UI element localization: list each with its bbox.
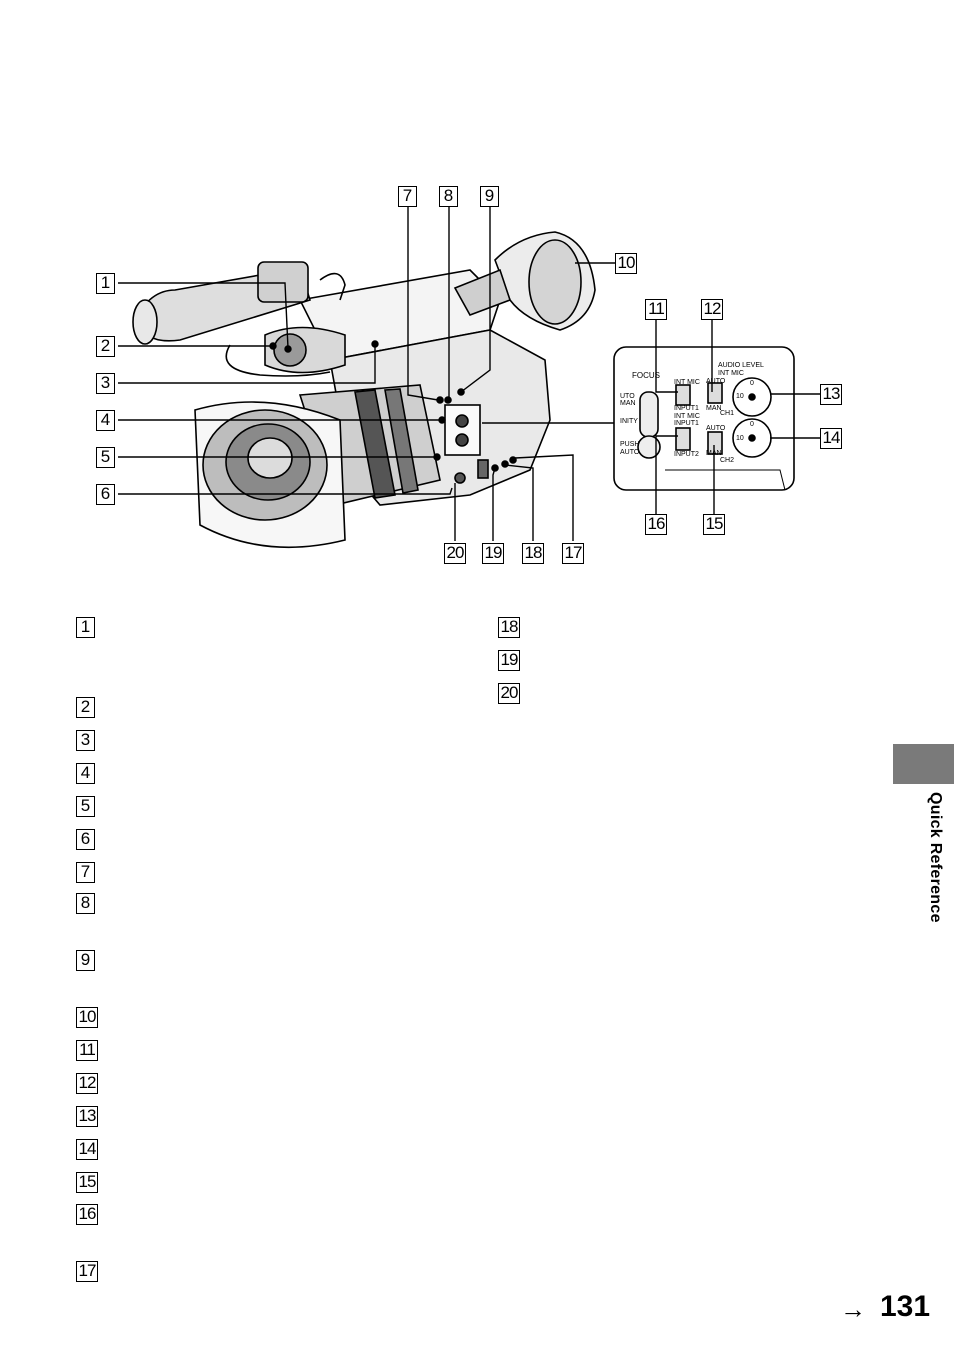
legend-item-14: 14 — [76, 1139, 98, 1160]
callout-8: 8 — [439, 186, 458, 207]
legend-item-4: 4 — [76, 763, 95, 784]
callout-6: 6 — [96, 484, 115, 505]
page-number-value: 131 — [880, 1290, 931, 1323]
continue-arrow-icon: → — [840, 1294, 866, 1324]
push-auto-label: AUTO — [620, 449, 640, 456]
callout-17: 17 — [562, 543, 584, 564]
legend-item-15: 15 — [76, 1172, 98, 1193]
legend-item-13: 13 — [76, 1106, 98, 1127]
legend-item-8: 8 — [76, 893, 95, 914]
input1-b-label: INPUT1 — [674, 420, 699, 427]
legend-item-11: 11 — [76, 1040, 98, 1061]
legend-item-19: 19 — [498, 650, 520, 671]
callout-1: 1 — [96, 273, 115, 294]
callout-14: 14 — [820, 428, 842, 449]
callout-12: 12 — [701, 299, 723, 320]
callout-15: 15 — [703, 514, 725, 535]
infinity-label: INITY — [620, 418, 638, 425]
input2-label: INPUT2 — [674, 451, 699, 458]
callout-10: 10 — [615, 253, 637, 274]
section-tab — [893, 744, 954, 784]
legend-item-9: 9 — [76, 950, 95, 971]
section-tab-label: Quick Reference — [927, 792, 944, 923]
auto-2-label: AUTO — [706, 425, 726, 432]
focus-label: FOCUS — [632, 371, 660, 380]
legend-item-10: 10 — [76, 1007, 98, 1028]
callout-5: 5 — [96, 447, 115, 468]
push-label: PUSH — [620, 441, 639, 448]
int-mic-1-label: INT MIC — [674, 379, 700, 386]
callout-3: 3 — [96, 373, 115, 394]
callout-16: 16 — [645, 514, 667, 535]
callout-9: 9 — [480, 186, 499, 207]
legend-item-3: 3 — [76, 730, 95, 751]
legend-item-7: 7 — [76, 862, 95, 883]
man-1-label: MAN — [706, 405, 722, 412]
man-label: MAN — [620, 400, 636, 407]
auto-1-label: AUTO — [706, 378, 726, 385]
callout-2: 2 — [96, 336, 115, 357]
callout-7: 7 — [398, 186, 417, 207]
ch2-label: CH2 — [720, 457, 734, 464]
dial-2-top: 0 — [750, 421, 754, 428]
int-mic-3-label: INT MIC — [718, 370, 744, 377]
legend-item-12: 12 — [76, 1073, 98, 1094]
dial-2-left: 10 — [736, 435, 744, 442]
int-mic-2-label: INT MIC — [674, 413, 700, 420]
auto-label: UTO — [620, 393, 635, 400]
callout-19: 19 — [482, 543, 504, 564]
input1-label: INPUT1 — [674, 405, 699, 412]
camcorder-diagram: FOCUS UTO MAN INITY PUSH AUTO INT MIC IN… — [118, 206, 820, 549]
audio-level-label: AUDIO LEVEL — [718, 362, 764, 369]
callout-20: 20 — [444, 543, 466, 564]
ch1-label: CH1 — [720, 410, 734, 417]
callout-4: 4 — [96, 410, 115, 431]
callout-13: 13 — [820, 384, 842, 405]
legend-item-2: 2 — [76, 697, 95, 718]
legend-item-17: 17 — [76, 1261, 98, 1282]
camcorder-body — [132, 231, 596, 549]
legend-item-5: 5 — [76, 796, 95, 817]
dial-1-top: 0 — [750, 380, 754, 387]
dial-1-left: 10 — [736, 393, 744, 400]
leader-lines — [118, 206, 820, 541]
audio-focus-inset — [613, 346, 795, 491]
callout-18: 18 — [522, 543, 544, 564]
legend-item-1: 1 — [76, 617, 95, 638]
page-number: → 131 — [840, 1290, 930, 1330]
legend-item-18: 18 — [498, 617, 520, 638]
legend-item-20: 20 — [498, 683, 520, 704]
legend-item-16: 16 — [76, 1204, 98, 1225]
callout-11: 11 — [645, 299, 667, 320]
legend-item-6: 6 — [76, 829, 95, 850]
